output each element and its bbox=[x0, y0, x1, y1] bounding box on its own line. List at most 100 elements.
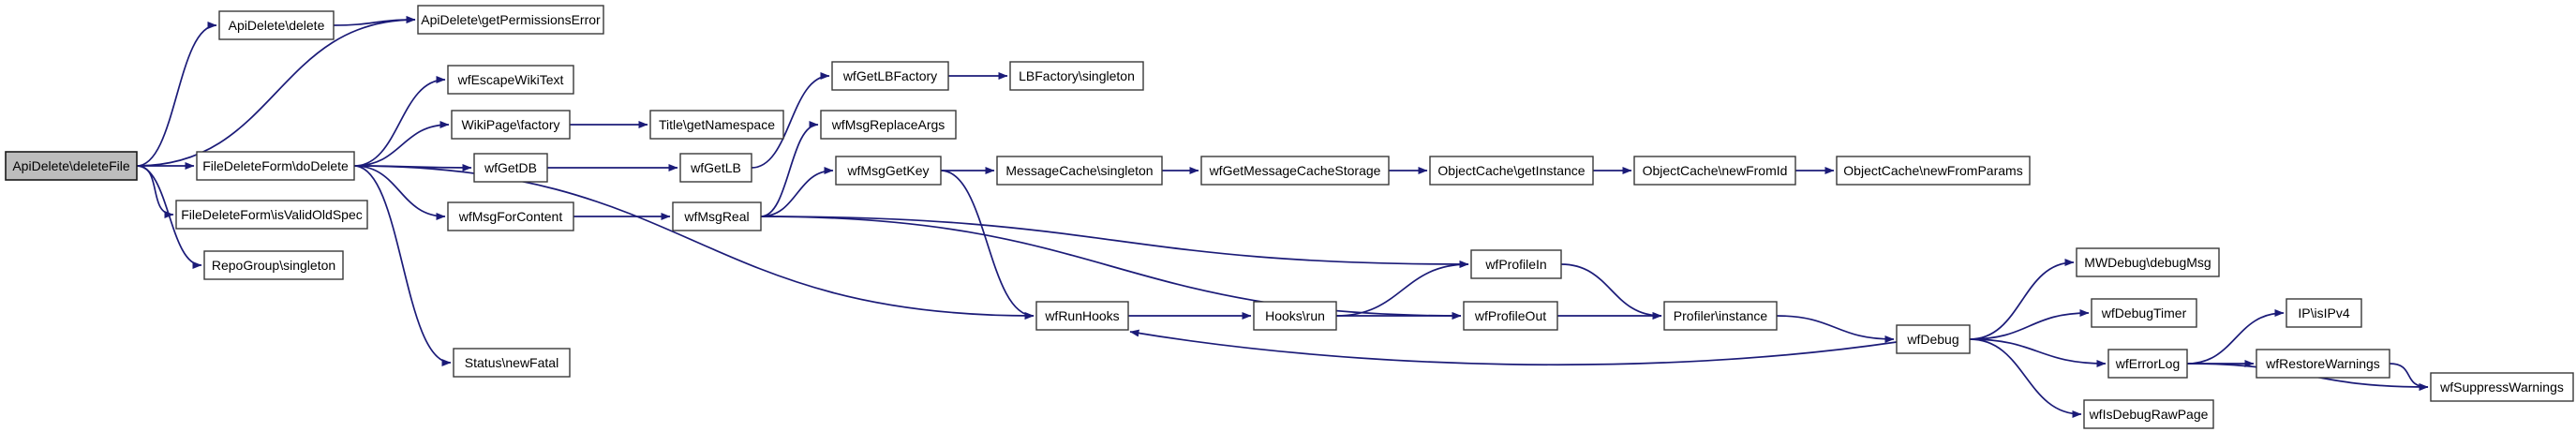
node-box-wf-debug[interactable] bbox=[1896, 324, 1971, 354]
node-wf-profile-in[interactable]: wfProfileIn bbox=[1470, 249, 1562, 279]
node-box-wf-is-debug-raw-page[interactable] bbox=[2083, 399, 2214, 429]
node-wf-escape-wiki-text[interactable]: wfEscapeWikiText bbox=[447, 65, 574, 95]
node-box-profiler-instance[interactable] bbox=[1663, 301, 1778, 331]
node-box-wf-get-message-cache-storage[interactable] bbox=[1200, 156, 1390, 186]
node-wf-msg-get-key[interactable]: wfMsgGetKey bbox=[835, 156, 942, 186]
node-object-cache-new-from-id[interactable]: ObjectCache\newFromId bbox=[1633, 156, 1796, 186]
node-box-wf-msg-get-key[interactable] bbox=[835, 156, 942, 186]
node-box-object-cache-new-from-id[interactable] bbox=[1633, 156, 1796, 186]
node-wf-restore-warnings[interactable]: wfRestoreWarnings bbox=[2256, 349, 2390, 379]
node-box-wf-get-lb[interactable] bbox=[679, 153, 752, 183]
node-wf-msg-for-content[interactable]: wfMsgForContent bbox=[447, 201, 574, 231]
node-wf-get-lbfactory[interactable]: wfGetLBFactory bbox=[831, 61, 949, 91]
node-wf-get-lb[interactable]: wfGetLB bbox=[679, 153, 752, 183]
node-box-wf-get-lbfactory[interactable] bbox=[831, 61, 949, 91]
node-wf-msg-real[interactable]: wfMsgReal bbox=[672, 201, 762, 231]
node-box-is-valid-old-spec[interactable] bbox=[175, 200, 368, 230]
edge-wf-get-lb-to-wf-get-lbfactory bbox=[751, 72, 830, 169]
node-label-wf-restore-warnings: wfRestoreWarnings bbox=[2265, 356, 2380, 371]
edge-delete-file-to-is-valid-old-spec bbox=[136, 165, 174, 218]
node-label-ip-is-ipv4: IP\isIPv4 bbox=[2298, 305, 2349, 320]
node-label-message-cache-singleton: MessageCache\singleton bbox=[1005, 163, 1153, 178]
node-box-wf-profile-out[interactable] bbox=[1463, 301, 1558, 331]
node-label-wf-is-debug-raw-page: wfIsDebugRawPage bbox=[2089, 407, 2209, 422]
node-label-wf-suppress-warnings: wfSuppressWarnings bbox=[2439, 380, 2564, 395]
edge-wf-msg-real-to-wf-msg-get-key bbox=[760, 167, 834, 217]
node-box-wf-debug-timer[interactable] bbox=[2091, 298, 2197, 328]
node-label-wf-get-db: wfGetDB bbox=[484, 160, 537, 175]
node-hooks-run[interactable]: Hooks\run bbox=[1253, 301, 1337, 331]
node-wiki-page-factory[interactable]: WikiPage\factory bbox=[451, 110, 571, 140]
edge-do-delete-to-wf-msg-for-content bbox=[353, 165, 446, 220]
node-label-object-cache-new-from-params: ObjectCache\newFromParams bbox=[1843, 163, 2022, 178]
node-box-mw-debug-debug-msg[interactable] bbox=[2076, 247, 2220, 277]
node-wf-profile-out[interactable]: wfProfileOut bbox=[1463, 301, 1558, 331]
node-box-ip-is-ipv4[interactable] bbox=[2286, 298, 2362, 328]
node-box-get-permissions-error[interactable] bbox=[417, 5, 604, 35]
node-repo-group-singleton[interactable]: RepoGroup\singleton bbox=[203, 250, 344, 280]
node-wf-suppress-warnings[interactable]: wfSuppressWarnings bbox=[2430, 372, 2574, 402]
node-box-api-delete[interactable] bbox=[218, 10, 335, 40]
node-object-cache-get-instance[interactable]: ObjectCache\getInstance bbox=[1429, 156, 1594, 186]
node-profiler-instance[interactable]: Profiler\instance bbox=[1663, 301, 1778, 331]
node-label-wf-escape-wiki-text: wfEscapeWikiText bbox=[457, 72, 564, 87]
node-do-delete[interactable]: FileDeleteForm\doDelete bbox=[196, 151, 355, 181]
node-delete-file[interactable]: ApiDelete\deleteFile bbox=[5, 151, 138, 181]
node-box-wf-restore-warnings[interactable] bbox=[2256, 349, 2390, 379]
node-wf-debug[interactable]: wfDebug bbox=[1896, 324, 1971, 354]
node-box-message-cache-singleton[interactable] bbox=[996, 156, 1163, 186]
node-box-wf-msg-replace-args[interactable] bbox=[820, 110, 957, 140]
edge-delete-file-to-repo-group-singleton bbox=[136, 165, 202, 269]
node-box-wf-msg-real[interactable] bbox=[672, 201, 762, 231]
nodes-layer: ApiDelete\deleteFile ApiDelete\delete ApiD… bbox=[5, 5, 2574, 429]
node-box-lb-factory-singleton[interactable] bbox=[1009, 61, 1144, 91]
node-is-valid-old-spec[interactable]: FileDeleteForm\isValidOldSpec bbox=[175, 200, 368, 230]
node-label-title-get-namespace: Title\getNamespace bbox=[659, 117, 775, 132]
node-api-delete[interactable]: ApiDelete\delete bbox=[218, 10, 335, 40]
node-box-wf-escape-wiki-text[interactable] bbox=[447, 65, 574, 95]
node-label-object-cache-new-from-id: ObjectCache\newFromId bbox=[1643, 163, 1788, 178]
node-wf-run-hooks[interactable]: wfRunHooks bbox=[1035, 301, 1129, 331]
node-box-wiki-page-factory[interactable] bbox=[451, 110, 571, 140]
node-box-delete-file[interactable] bbox=[5, 151, 138, 181]
node-box-wf-error-log[interactable] bbox=[2107, 349, 2188, 379]
edge-wf-profile-in-to-profiler-instance bbox=[1560, 263, 1662, 320]
node-title-get-namespace[interactable]: Title\getNamespace bbox=[649, 110, 784, 140]
node-wf-debug-timer[interactable]: wfDebugTimer bbox=[2091, 298, 2197, 328]
node-box-do-delete[interactable] bbox=[196, 151, 355, 181]
node-wf-get-message-cache-storage[interactable]: wfGetMessageCacheStorage bbox=[1200, 156, 1390, 186]
node-box-status-new-fatal[interactable] bbox=[453, 348, 571, 378]
node-box-wf-profile-in[interactable] bbox=[1470, 249, 1562, 279]
node-label-wf-msg-real: wfMsgReal bbox=[683, 209, 749, 224]
node-get-permissions-error[interactable]: ApiDelete\getPermissionsError bbox=[417, 5, 604, 35]
node-box-repo-group-singleton[interactable] bbox=[203, 250, 344, 280]
node-box-wf-suppress-warnings[interactable] bbox=[2430, 372, 2574, 402]
node-box-wf-get-db[interactable] bbox=[473, 153, 548, 183]
node-label-delete-file: ApiDelete\deleteFile bbox=[12, 158, 130, 173]
node-message-cache-singleton[interactable]: MessageCache\singleton bbox=[996, 156, 1163, 186]
node-ip-is-ipv4[interactable]: IP\isIPv4 bbox=[2286, 298, 2362, 328]
node-wf-msg-replace-args[interactable]: wfMsgReplaceArgs bbox=[820, 110, 957, 140]
node-box-wf-msg-for-content[interactable] bbox=[447, 201, 574, 231]
node-label-status-new-fatal: Status\newFatal bbox=[465, 355, 558, 370]
node-wf-is-debug-raw-page[interactable]: wfIsDebugRawPage bbox=[2083, 399, 2214, 429]
node-object-cache-new-from-params[interactable]: ObjectCache\newFromParams bbox=[1836, 156, 2031, 186]
node-label-api-delete: ApiDelete\delete bbox=[229, 18, 325, 33]
edge-api-delete-to-get-permissions-error bbox=[333, 16, 416, 26]
edge-wf-debug-to-wf-run-hooks bbox=[1129, 329, 1898, 366]
node-status-new-fatal[interactable]: Status\newFatal bbox=[453, 348, 571, 378]
node-mw-debug-debug-msg[interactable]: MWDebug\debugMsg bbox=[2076, 247, 2220, 277]
node-box-object-cache-new-from-params[interactable] bbox=[1836, 156, 2031, 186]
node-lb-factory-singleton[interactable]: LBFactory\singleton bbox=[1009, 61, 1144, 91]
node-label-wf-msg-get-key: wfMsgGetKey bbox=[846, 163, 929, 178]
node-box-wf-run-hooks[interactable] bbox=[1035, 301, 1129, 331]
node-label-wf-get-lb: wfGetLB bbox=[690, 160, 741, 175]
node-wf-error-log[interactable]: wfErrorLog bbox=[2107, 349, 2188, 379]
node-box-object-cache-get-instance[interactable] bbox=[1429, 156, 1594, 186]
node-wf-get-db[interactable]: wfGetDB bbox=[473, 153, 548, 183]
node-box-title-get-namespace[interactable] bbox=[649, 110, 784, 140]
node-label-wf-get-lbfactory: wfGetLBFactory bbox=[842, 68, 937, 83]
node-label-object-cache-get-instance: ObjectCache\getInstance bbox=[1437, 163, 1585, 178]
node-box-hooks-run[interactable] bbox=[1253, 301, 1337, 331]
